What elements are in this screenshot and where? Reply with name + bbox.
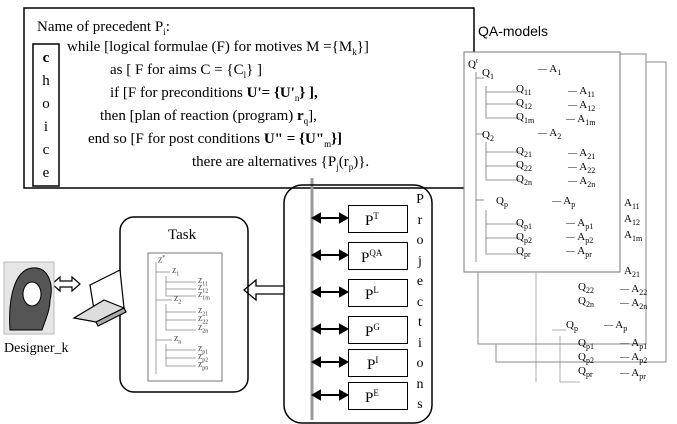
qa-back-question: Qpr [578,365,593,380]
task-node: Zp1 [198,345,209,356]
precedent-alternatives: there are alternatives {Pj(rp)}. [192,154,370,172]
task-root: Z* [158,255,166,265]
qa-question: Qpr [516,245,531,260]
proj-letter: r [417,212,423,228]
task-node: Z1 [172,267,180,278]
qa-back-answer: A21 [624,265,640,280]
qa-back-answer: — A22 [620,283,648,298]
task-node: Z2 [174,295,182,306]
qa-root: Qt [468,57,478,71]
precedent-then: then [plan of reaction (program) rq], [100,108,317,126]
precedent-if: if [F for preconditions U'= {U'n} ], [110,85,318,103]
proj-letter: t [418,315,422,330]
qa-question: Q22 [516,159,532,174]
projection-box-e[interactable]: PE [348,382,408,410]
precedent-while: while [logical formulae (F) for motives … [67,39,369,57]
projection-box-t[interactable]: PT [348,205,408,233]
qa-answer: — Apr [566,245,592,260]
task-label: Task [168,227,197,243]
qa-answer: — Ap [552,195,576,210]
proj-letter: o [416,356,424,371]
designer-arrow [51,275,81,293]
projections-letters: P r o j e c t i o n s [412,190,428,416]
qa-back-question: Qp2 [578,351,594,366]
task-node: Z12 [198,284,209,295]
qa-question: Qp1 [516,217,532,232]
qa-question: Q21 [516,145,532,160]
qa-answer: — A1m [566,113,596,128]
qa-question: Q11 [516,83,532,98]
qa-question: Q2 [482,129,494,144]
qa-question: Q2n [516,173,532,188]
qa-front-frame [463,51,621,273]
proj-letter: i [418,335,422,351]
choice-letters: c h o i c e [33,47,59,185]
laptop-icon [72,269,127,327]
task-node: Z21 [198,307,209,318]
proj-letter: j [418,253,422,269]
qa-back-answer: — Ap2 [620,351,648,366]
task-arrow [242,278,285,302]
task-node: Zp2 [198,353,209,364]
qa-answer: — A21 [568,147,596,162]
projection-box-l[interactable]: PL [348,279,408,307]
precedent-as: as [ F for aims C = {Cl} ] [110,62,263,80]
qa-answer: — Ap1 [566,217,594,232]
projection-box-i[interactable]: PI [348,349,408,377]
task-node: Z11 [198,277,208,288]
qa-question: Q1 [482,67,494,82]
proj-letter: c [416,294,424,310]
qa-answer: — A22 [568,161,596,176]
precedent-name: Name of precedent Pi: [37,19,170,37]
qa-question: Q12 [516,97,532,112]
proj-letter: o [416,233,424,248]
choice-letter: o [42,96,50,112]
projections-frame [283,184,433,424]
qa-answer: — A12 [568,99,596,114]
qa-back-question: Q22 [578,281,594,296]
proj-letter: n [416,376,424,392]
task-tree-panel [147,252,223,382]
qa-question: Q1m [516,111,535,126]
choice-letter: c [42,50,50,66]
qa-question: Qp2 [516,231,532,246]
qa-back-answer: A12 [624,213,640,228]
qa-back-answer: — A2n [620,297,648,312]
projection-box-qa[interactable]: PQA [348,242,408,270]
task-node: Z22 [198,315,209,326]
proj-letter: e [416,274,424,289]
qa-back-question: Q2n [578,295,594,310]
choice-letter: e [42,165,50,181]
qa-back-question: Qp [566,319,578,334]
qa-back-question: Qp1 [578,337,594,352]
qa-back-answer: — Ap1 [620,337,648,352]
qa-back-answer: — Apr [620,367,646,382]
qa-back-answer: A1m [624,229,643,244]
qa-title: QA-models [478,23,549,39]
task-node: Zn [174,335,182,346]
precedent-endso: end so [F for post conditions U" = {U"m}… [88,131,343,149]
projection-box-g[interactable]: PG [348,316,408,344]
proj-letter: P [416,192,424,207]
task-node: Z1m [198,291,210,302]
qa-question: Qp [496,195,508,210]
projection-arrows [310,212,350,401]
choice-letter: h [42,73,50,89]
qa-answer: — Ap2 [566,231,594,246]
task-node: Z2n [198,324,209,335]
qa-answer: — A2n [568,175,596,190]
choice-letter: i [43,119,49,135]
task-node: Zpn [198,361,209,372]
choice-frame [32,43,60,187]
qa-answer: — A2 [538,127,562,142]
proj-letter: s [417,397,423,412]
qa-answer: — A1 [538,63,562,78]
designer-head-icon [3,261,55,335]
qa-back-answer: A11 [624,197,640,212]
qa-answer: — A11 [568,85,595,100]
qa-back-answer: — Ap [604,319,628,334]
designer-label: Designer_k [4,341,69,356]
choice-letter: c [42,142,50,158]
